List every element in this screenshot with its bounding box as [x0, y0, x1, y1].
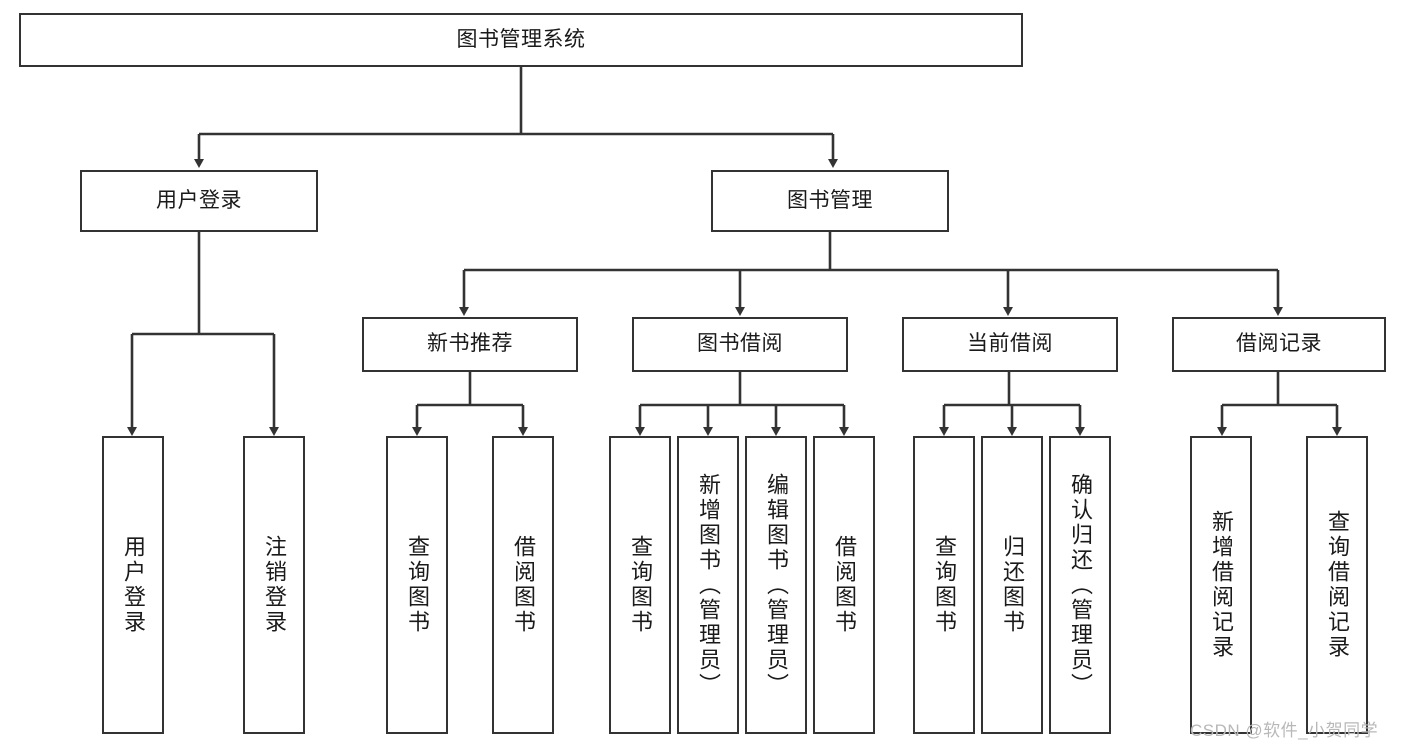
node-leaf-edit-book-label: 编辑图书（管理员）: [764, 472, 789, 698]
node-leaf-query-book-1[interactable]: 查询图书: [386, 436, 448, 734]
node-leaf-query-book-2-label: 查询图书: [628, 535, 653, 635]
node-book-borrow[interactable]: 图书借阅: [632, 317, 848, 372]
node-leaf-borrow-book-1-label: 借阅图书: [511, 535, 536, 635]
node-leaf-confirm-return-label: 确认归还（管理员）: [1068, 472, 1093, 698]
node-leaf-query-record-label: 查询借阅记录: [1325, 510, 1350, 660]
node-leaf-add-record[interactable]: 新增借阅记录: [1190, 436, 1252, 734]
node-root[interactable]: 图书管理系统: [19, 13, 1023, 67]
node-new-book-recommend-label: 新书推荐: [427, 332, 513, 356]
node-root-label: 图书管理系统: [456, 27, 586, 51]
node-leaf-logout-login[interactable]: 注销登录: [243, 436, 305, 734]
node-leaf-user-login-label: 用户登录: [121, 535, 146, 635]
node-leaf-add-book-label: 新增图书（管理员）: [696, 472, 721, 698]
node-leaf-borrow-book-2-label: 借阅图书: [832, 535, 857, 635]
node-leaf-query-book-3[interactable]: 查询图书: [913, 436, 975, 734]
node-current-borrow[interactable]: 当前借阅: [902, 317, 1118, 372]
node-leaf-user-login[interactable]: 用户登录: [102, 436, 164, 734]
node-leaf-borrow-book-2[interactable]: 借阅图书: [813, 436, 875, 734]
node-user-login[interactable]: 用户登录: [80, 170, 318, 232]
node-leaf-query-book-2[interactable]: 查询图书: [609, 436, 671, 734]
node-leaf-edit-book[interactable]: 编辑图书（管理员）: [745, 436, 807, 734]
node-book-management[interactable]: 图书管理: [711, 170, 949, 232]
node-user-login-label: 用户登录: [156, 188, 242, 212]
node-current-borrow-label: 当前借阅: [967, 332, 1053, 356]
node-book-borrow-label: 图书借阅: [697, 332, 783, 356]
node-leaf-confirm-return[interactable]: 确认归还（管理员）: [1049, 436, 1111, 734]
node-leaf-query-record[interactable]: 查询借阅记录: [1306, 436, 1368, 734]
node-leaf-borrow-book-1[interactable]: 借阅图书: [492, 436, 554, 734]
node-new-book-recommend[interactable]: 新书推荐: [362, 317, 578, 372]
node-leaf-add-record-label: 新增借阅记录: [1209, 510, 1234, 660]
node-leaf-return-book[interactable]: 归还图书: [981, 436, 1043, 734]
node-leaf-add-book[interactable]: 新增图书（管理员）: [677, 436, 739, 734]
node-leaf-logout-login-label: 注销登录: [262, 535, 287, 635]
node-leaf-return-book-label: 归还图书: [1000, 535, 1025, 635]
node-leaf-query-book-1-label: 查询图书: [405, 535, 430, 635]
node-borrow-record-label: 借阅记录: [1236, 332, 1322, 356]
node-book-management-label: 图书管理: [787, 188, 873, 212]
node-borrow-record[interactable]: 借阅记录: [1172, 317, 1386, 372]
node-leaf-query-book-3-label: 查询图书: [932, 535, 957, 635]
